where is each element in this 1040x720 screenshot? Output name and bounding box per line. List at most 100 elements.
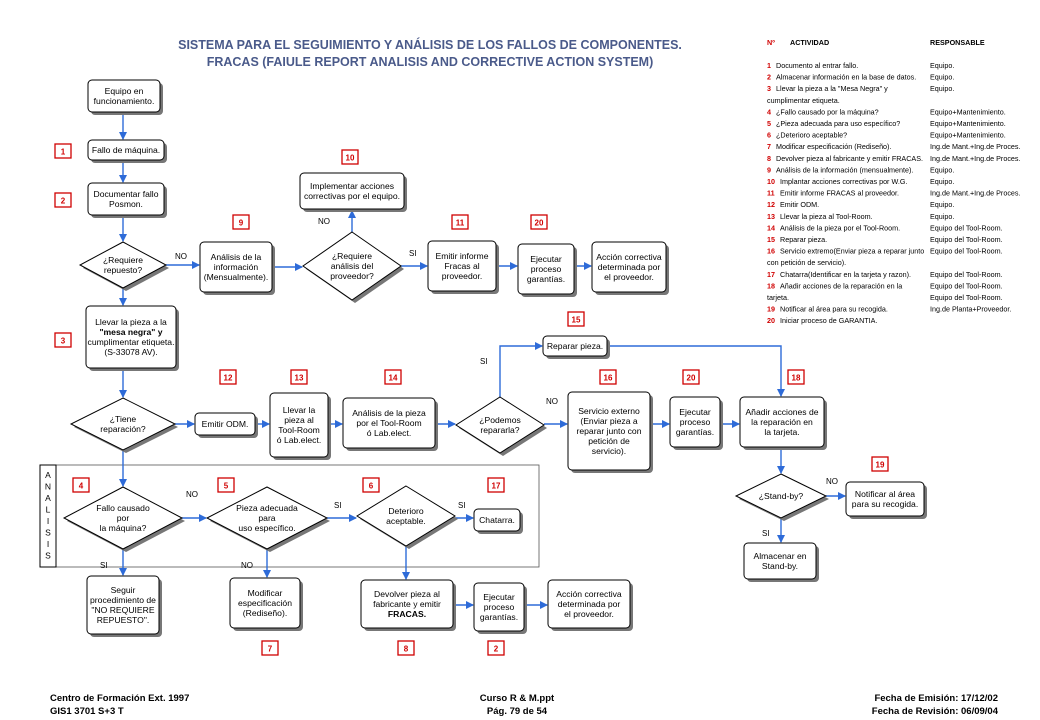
podemos-repararla-text-line: ¿Podemos xyxy=(479,415,521,425)
process-box xyxy=(87,182,165,216)
chatarra-text-line: Chatarra. xyxy=(479,515,515,525)
legend-row-responsible: Equipo. xyxy=(930,73,954,82)
tiene-reparacion-text-line: ¿Tiene xyxy=(110,414,137,424)
legend-row-activity: Chatarra(Identificar en la tarjeta y raz… xyxy=(780,270,911,279)
ejecutar-garantias-bottom-text-line: Ejecutar xyxy=(483,592,515,602)
legend-row-activity: Añadir acciones de la reparación en la xyxy=(780,281,902,290)
process-box xyxy=(85,305,177,369)
process-box xyxy=(845,481,925,517)
step-badge: 2 xyxy=(54,192,72,208)
process-box xyxy=(229,577,301,629)
analisis-letter: A xyxy=(45,470,51,480)
legend-header-actividad: ACTIVIDAD xyxy=(790,38,829,47)
badge-frame xyxy=(72,477,90,493)
process-box xyxy=(517,243,575,295)
badge-frame xyxy=(362,477,380,493)
badge-frame xyxy=(54,332,72,348)
footer-right-line2: Fecha de Revisión: 06/09/04 xyxy=(872,706,999,717)
edge-label-no: NO xyxy=(175,252,187,261)
legend-row-number: 14 xyxy=(767,223,775,232)
edge-label-si: SI xyxy=(762,529,770,538)
pieza-adecuada-text-line: uso específico. xyxy=(238,523,295,533)
servicio-externo-text-line: (Enviar pieza a xyxy=(580,416,638,426)
badge-number: 4 xyxy=(79,482,84,491)
decision-diamond xyxy=(205,486,329,550)
anadir-acciones-text-line: Añadir acciones de xyxy=(745,407,818,417)
legend-row: cumplimentar etiqueta. xyxy=(767,96,840,105)
edge-label-si: SI xyxy=(458,501,466,510)
edge-label-no: NO xyxy=(241,561,253,570)
legend-row-responsible: Equipo. xyxy=(930,61,954,70)
equipo-funcionamiento-text-line: funcionamiento. xyxy=(94,96,155,106)
edge-label-no: NO xyxy=(826,477,838,486)
reparar-pieza-text-line: Reparar pieza. xyxy=(547,341,603,351)
accion-correctiva-bottom-text-line: determinada por xyxy=(558,599,621,609)
process-box xyxy=(86,575,160,635)
seguir-procedimiento-text-line: REPUESTO". xyxy=(97,615,150,625)
legend-row-activity: con petición de servicio). xyxy=(767,258,846,267)
step-badge: 14 xyxy=(384,369,402,385)
legend-row-number: 11 xyxy=(767,189,775,198)
pieza-adecuada-text-line: Pieza adecuada xyxy=(236,503,298,513)
step-badge: 2 xyxy=(487,640,505,656)
legend-row-responsible: Equipo del Tool-Room. xyxy=(930,235,1003,244)
process-box xyxy=(342,397,436,449)
modificar-especificacion-text-line: Modificar xyxy=(248,588,283,598)
legend-row-responsible: Equipo. xyxy=(930,212,954,221)
step-badge: 20 xyxy=(682,369,700,385)
badge-number: 19 xyxy=(876,461,885,470)
almacenar-standby-text-line: Almacenar en xyxy=(753,551,806,561)
process-box xyxy=(743,542,817,580)
accion-correctiva-bottom-text-line: el proveedor. xyxy=(564,609,614,619)
legend-row-number: 15 xyxy=(767,235,775,244)
step-badge: 19 xyxy=(871,456,889,472)
emitir-informe-text-line: proveedor. xyxy=(442,271,483,281)
analisis-letter: I xyxy=(47,516,49,526)
tiene-reparacion-text-line: reparación? xyxy=(100,424,146,434)
legend-row: 4¿Fallo causado por la máquina?Equipo+Ma… xyxy=(767,107,1006,116)
badge-frame xyxy=(487,640,505,656)
requiere-analisis-text-line: proveedor? xyxy=(330,271,374,281)
legend-row-responsible: Ing.de Mant.+Ing.de Proces. xyxy=(930,154,1021,163)
seguir-procedimiento-text-line: procedimiento de xyxy=(90,595,156,605)
almacenar-standby-text-line: Stand-by. xyxy=(762,561,798,571)
accion-correctiva-top-text-line: el proveedor. xyxy=(604,272,654,282)
legend-row-responsible: Equipo del Tool-Room. xyxy=(930,247,1003,256)
legend-row-number: 5 xyxy=(767,119,771,128)
legend-header-responsable: RESPONSABLE xyxy=(930,38,985,47)
fallo-maquina-text-line: Fallo de máquina. xyxy=(92,145,160,155)
legend-row-responsible: Equipo+Mantenimiento. xyxy=(930,119,1006,128)
requiere-repuesto-text-line: repuesto? xyxy=(104,265,142,275)
step-badge: 7 xyxy=(261,640,279,656)
edge-label-si: SI xyxy=(480,357,488,366)
ejecutar-garantias-bottom-text-line: garantías. xyxy=(480,612,518,622)
analisis-pieza-text-line: por el Tool-Room xyxy=(356,418,421,428)
step-badge: 20 xyxy=(530,214,548,230)
ejecutar-garantias-top-text-line: garantías. xyxy=(527,274,565,284)
stand-by-node: ¿Stand-by? xyxy=(734,473,829,521)
badge-frame xyxy=(451,214,469,230)
legend-row-number: 2 xyxy=(767,73,771,82)
decision-diamond xyxy=(302,231,402,301)
legend-row-number: 4 xyxy=(767,107,771,116)
llevar-tool-room-text-line: pieza al xyxy=(284,415,314,425)
legend-row-responsible: Ing.de Mant.+Ing.de Proces. xyxy=(930,142,1021,151)
legend-row-number: 13 xyxy=(767,212,775,221)
legend-row-activity: Documento al entrar fallo. xyxy=(776,61,858,70)
step-badge: 6 xyxy=(362,477,380,493)
